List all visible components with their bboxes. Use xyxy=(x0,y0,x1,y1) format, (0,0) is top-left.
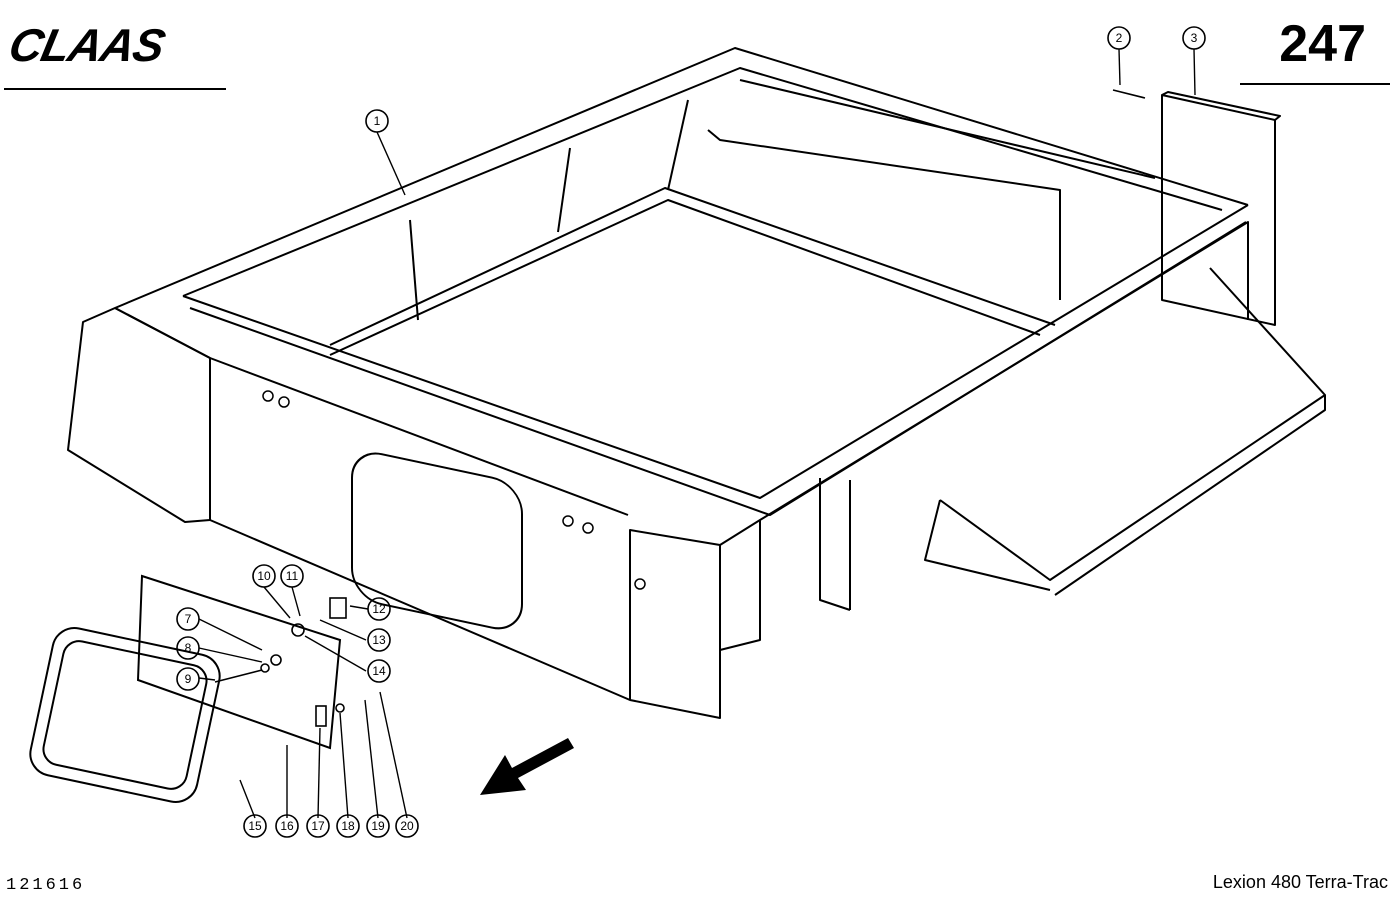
callout-10: 10 xyxy=(257,569,271,583)
page-number: 247 xyxy=(1279,15,1366,73)
callout-11-circle xyxy=(280,564,304,588)
callout-13: 13 xyxy=(372,633,386,647)
callout-17-circle xyxy=(306,814,330,838)
callout-8: 8 xyxy=(185,641,192,655)
callout-20-circle xyxy=(395,814,419,838)
callout-11: 11 xyxy=(286,569,299,583)
fastener-holes xyxy=(262,390,646,590)
direction-arrow xyxy=(480,738,574,795)
callout-7-circle xyxy=(176,607,200,631)
callout-15: 15 xyxy=(248,819,262,833)
callout-10-circle xyxy=(252,564,276,588)
callout-9: 9 xyxy=(185,672,192,686)
callout-1: 1 xyxy=(374,114,381,128)
callout-14: 14 xyxy=(372,664,386,678)
callout-17: 17 xyxy=(311,819,325,833)
callout-2: 2 xyxy=(1116,31,1123,45)
drawing-number: 121616 xyxy=(6,876,86,895)
callout-13-circle xyxy=(367,628,391,652)
callout-group xyxy=(176,26,1206,838)
callout-labels: 1 2 3 7 8 9 10 11 12 13 14 15 16 17 18 1… xyxy=(185,31,1198,833)
callout-19-circle xyxy=(366,814,390,838)
frame-assembly xyxy=(67,47,1326,719)
hardware-parts xyxy=(214,89,1146,727)
callout-3-circle xyxy=(1182,26,1206,50)
callout-8-circle xyxy=(176,636,200,660)
callout-7: 7 xyxy=(185,612,192,626)
callout-9-circle xyxy=(176,667,200,691)
callout-19: 19 xyxy=(371,819,385,833)
callout-16-circle xyxy=(275,814,299,838)
callout-18-circle xyxy=(336,814,360,838)
callout-18: 18 xyxy=(341,819,355,833)
brand-underline xyxy=(4,88,226,90)
callout-1-circle xyxy=(365,109,389,133)
callout-15-circle xyxy=(243,814,267,838)
callout-2-circle xyxy=(1107,26,1131,50)
cover-plate-and-seal xyxy=(29,574,342,803)
leader-lines xyxy=(198,48,1196,819)
callout-16: 16 xyxy=(280,819,294,833)
callout-3: 3 xyxy=(1191,31,1198,45)
callout-14-circle xyxy=(367,659,391,683)
model-name: Lexion 480 Terra-Trac xyxy=(1212,872,1388,892)
callout-12: 12 xyxy=(372,602,386,616)
callout-12-circle xyxy=(367,597,391,621)
callout-20: 20 xyxy=(400,819,414,833)
page-number-underline xyxy=(1240,83,1390,85)
